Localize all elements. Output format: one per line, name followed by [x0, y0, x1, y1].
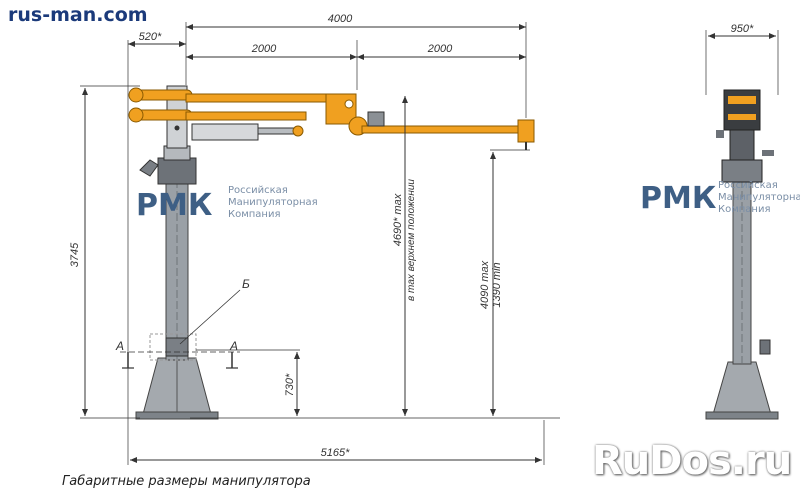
dim-base-height: 730*: [284, 373, 296, 396]
side-view: [705, 89, 779, 420]
logo-side-line-3: Компания: [718, 204, 770, 215]
logo-side-line-1: Российская: [718, 180, 778, 191]
horizontal-boom: [361, 111, 535, 150]
dim-max-height: 4690* max: [392, 193, 404, 246]
watermark: RuDos.ru: [592, 438, 792, 484]
dim-total-reach: 4000: [328, 13, 353, 25]
dim-left-offset: 520*: [139, 31, 162, 43]
detail-mark: Б: [242, 277, 250, 291]
logo-line-2: Манипуляторная: [228, 197, 318, 208]
front-view: [128, 85, 535, 420]
section-mark-right: A: [229, 339, 238, 353]
dim-range-max: 4090 max: [479, 260, 491, 309]
front-dimension-labels: 4000 520* 2000 2000 3745 4690* max в max…: [69, 13, 503, 459]
hydraulic-cylinder: [191, 123, 304, 141]
front-dimension-lines: [80, 22, 560, 465]
dim-base-width: 5165*: [321, 447, 350, 459]
dim-arm-segment-2: 2000: [427, 43, 453, 55]
dim-arm-segment-1: 2000: [251, 43, 277, 55]
side-base: [705, 361, 779, 420]
logo-mark-side: РМК: [640, 181, 717, 216]
dim-upper-position-note: в max верхнем положении: [406, 179, 417, 301]
rmk-logo-front: РМК Российская Манипуляторная Компания: [136, 185, 318, 223]
base-plate: [135, 357, 219, 420]
rmk-logo-side: РМК Российская Манипуляторная Компания: [640, 180, 800, 216]
logo-mark: РМК: [136, 188, 213, 223]
side-head: [716, 89, 774, 183]
logo-line-3: Компания: [228, 209, 280, 220]
logo-line-1: Российская: [228, 185, 288, 196]
arm-links: [128, 87, 368, 136]
dim-total-height: 3745: [69, 242, 81, 267]
control-unit: [149, 333, 197, 361]
logo-side-line-2: Манипуляторная: [718, 192, 800, 203]
dim-range-min: 1390 min: [491, 262, 503, 307]
site-label[interactable]: rus-man.com: [8, 4, 148, 26]
dim-side-width: 950*: [731, 23, 754, 35]
section-mark-left: A: [115, 339, 124, 353]
side-dimension-lines: [705, 30, 779, 95]
side-control: [759, 339, 771, 355]
figure-caption: Габаритные размеры манипулятора: [62, 474, 311, 489]
